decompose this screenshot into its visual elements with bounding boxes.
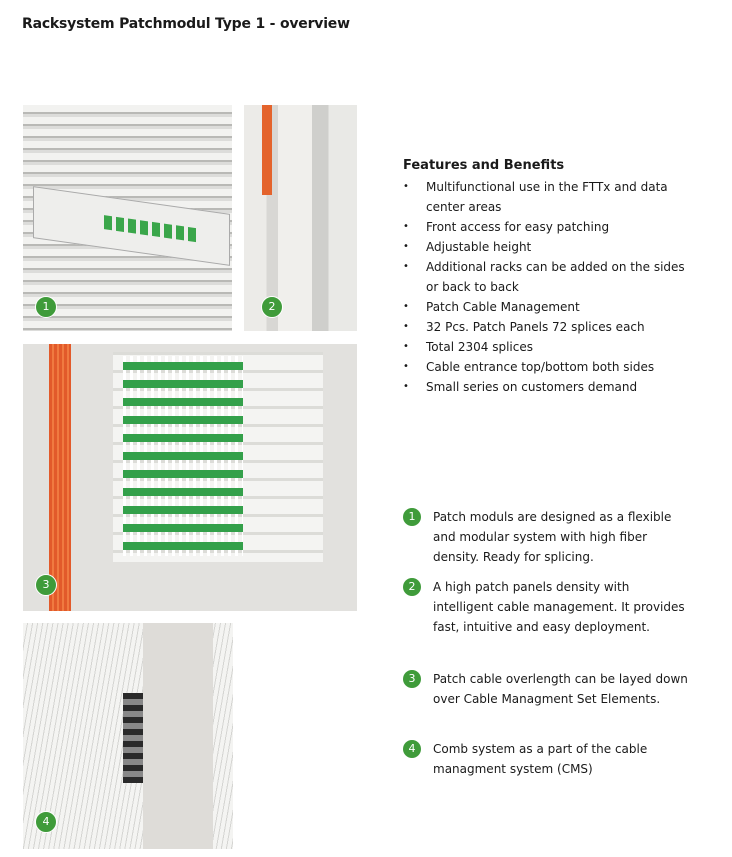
note-text: Comb system as a part of the cable manag… <box>433 742 648 776</box>
features-list: Multifunctional use in the FTTx and data… <box>403 177 691 397</box>
photo-badge-2: 2 <box>261 296 283 318</box>
photo-cable-management <box>244 105 357 331</box>
feature-item: Total 2304 splices <box>403 337 691 357</box>
photo-patch-module <box>23 105 232 331</box>
feature-item: Multifunctional use in the FTTx and data… <box>403 177 691 217</box>
feature-item: Front access for easy patching <box>403 217 691 237</box>
page-title: Racksystem Patchmodul Type 1 - overview <box>22 16 350 32</box>
photo-comb-system <box>23 623 233 849</box>
photo-badge-3: 3 <box>35 574 57 596</box>
photo-badge-4: 4 <box>35 811 57 833</box>
note-badge: 1 <box>403 508 421 526</box>
note-text: A high patch panels density with intelli… <box>433 580 685 634</box>
feature-item: 32 Pcs. Patch Panels 72 splices each <box>403 317 691 337</box>
note-badge: 4 <box>403 740 421 758</box>
note-badge: 3 <box>403 670 421 688</box>
photo-patch-panels <box>23 344 357 611</box>
features-heading: Features and Benefits <box>403 158 565 173</box>
feature-item: Cable entrance top/bottom both sides <box>403 357 691 377</box>
note-text: Patch cable overlength can be layed down… <box>433 672 688 706</box>
note-text: Patch moduls are designed as a flexible … <box>433 510 672 564</box>
feature-item: Patch Cable Management <box>403 297 691 317</box>
photo-badge-1: 1 <box>35 296 57 318</box>
feature-item: Adjustable height <box>403 237 691 257</box>
note-badge: 2 <box>403 578 421 596</box>
feature-item: Small series on customers demand <box>403 377 691 397</box>
feature-item: Additional racks can be added on the sid… <box>403 257 691 297</box>
